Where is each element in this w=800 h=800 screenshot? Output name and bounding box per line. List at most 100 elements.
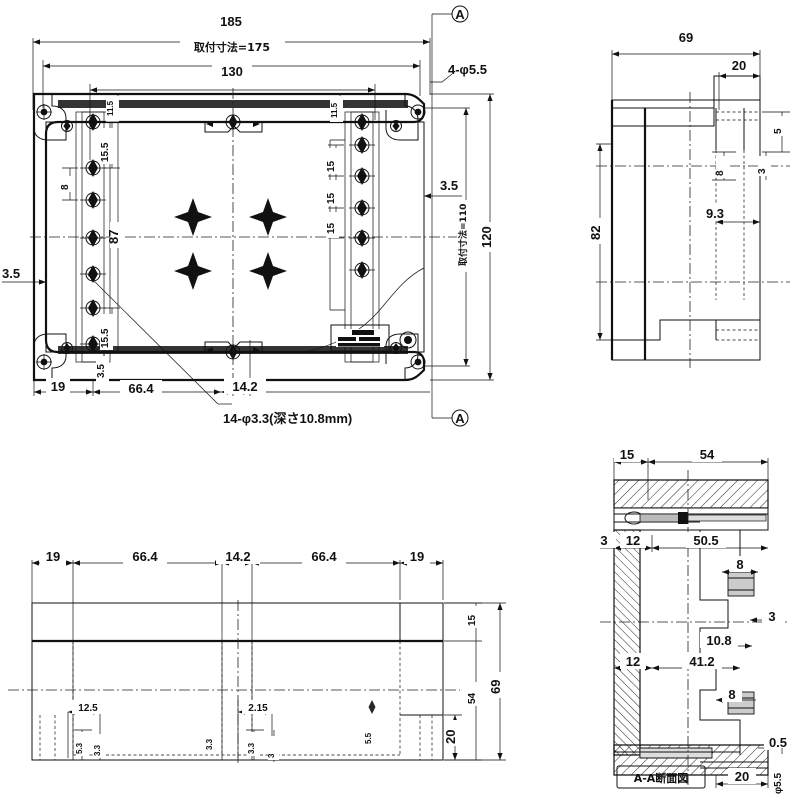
dim-3_5-left: 3.5 (2, 266, 46, 285)
dim-chain-front-top: 19 66.4 14.2 66.4 19 (31, 548, 444, 760)
dim-sec-8top-label: 8 (736, 557, 743, 572)
dim-section-row2: 12 41.2 (614, 653, 740, 671)
callout-14phi3_3-label: 14-φ3.3(深さ10.8mm) (223, 411, 352, 426)
dim-130-label: 130 (221, 64, 243, 79)
corner-tab-bottom-left (33, 333, 73, 381)
section-body (600, 470, 790, 786)
dim-sec-41_2-label: 41.2 (689, 654, 714, 669)
dim-14_2-label: 14.2 (232, 379, 257, 394)
label-plate (330, 324, 390, 352)
dim-3_5-left-label: 3.5 (2, 266, 20, 281)
section-a-a-view: 15 54 (596, 446, 794, 796)
dim-15-a-label: 15 (326, 160, 337, 172)
callout-4phi5_5-label: 4-φ5.5 (448, 62, 487, 77)
right-terminal-holes (349, 113, 375, 279)
cross-marker-bl (174, 252, 212, 290)
dim-185-label: 185 (220, 14, 242, 29)
dim-right-stack: 11.5 15 15 15 (326, 94, 348, 239)
cross-marker-br (249, 252, 287, 290)
dim-front-19l-label: 19 (46, 549, 60, 564)
dim-3_5-right: 3.5 (424, 178, 462, 199)
dim-19-label: 19 (51, 379, 65, 394)
dim-section-top: 15 54 (613, 446, 769, 500)
dim-2_15-label: 2.15 (248, 703, 268, 714)
dim-3_3-label: 3.3 (93, 744, 102, 756)
right-side-view: 69 20 (588, 28, 790, 368)
front-body-outline (8, 600, 460, 765)
dim-sec-3-label: 3 (600, 533, 607, 548)
bottom-right-screw (399, 331, 417, 349)
front-detail-center: 2.15 3.3 3 (237, 700, 279, 762)
front-detail-center-33: 3.3 (205, 722, 217, 752)
corner-tab-top-left (33, 93, 73, 141)
dim-front-69-label: 69 (488, 680, 503, 694)
left-terminal-holes (80, 113, 106, 353)
dim-sec-3right-label: 3 (768, 609, 775, 624)
callout-4-phi5_5: 4-φ5.5 (430, 62, 487, 83)
dim-sec-10_8-label: 10.8 (706, 633, 731, 648)
section-title-box: A-A断面図 (616, 765, 706, 789)
dim-section-row1: 3 12 50.5 (596, 532, 768, 552)
dim-section-0_5: 0.5 (758, 734, 794, 750)
dim-11_5-right-label: 11.5 (330, 102, 339, 118)
cross-marker-tl (174, 198, 212, 236)
break-line-curve (304, 267, 425, 353)
dim-sec-54-label: 54 (700, 447, 715, 462)
dim-3_5-right-label: 3.5 (440, 178, 458, 193)
dim-3-side-label: 3 (757, 168, 768, 174)
dim-15-c-label: 15 (326, 222, 337, 234)
center-cross-markers (174, 198, 287, 290)
dim-sec-8bot-label: 8 (728, 687, 735, 702)
dim-sec-15-label: 15 (620, 447, 634, 462)
dim-left-stack: 11.5 15.5 8 87 15.5 3.5 (60, 94, 124, 382)
left-terminal-strip (75, 111, 111, 363)
dim-sec-12b-label: 12 (626, 654, 640, 669)
dim-overall-height-120: 120 (430, 93, 498, 381)
dim-mounting-height-110: 取付寸法=110 (424, 107, 473, 367)
section-mark-top-circle (451, 5, 469, 23)
top-plan-view: A A 185 取付寸法=175 (2, 5, 498, 427)
dim-section-20: 20 (715, 768, 769, 788)
front-detail-left: 12.5 5.3 3.3 (67, 700, 105, 760)
section-mark-bottom-label: A (455, 411, 465, 426)
dim-9_3-label: 9.3 (706, 206, 724, 221)
dim-front-right-stack: 15 54 69 20 (443, 602, 507, 761)
dim-3_3c-label: 3.3 (247, 742, 256, 754)
dim-15_5-top-label: 15.5 (100, 142, 111, 162)
dim-8-side-label: 8 (715, 170, 726, 176)
dim-section-8-bottom: 8 (716, 686, 756, 703)
dim-3_3b-label: 3.3 (205, 738, 214, 750)
dim-20-side-label: 20 (732, 58, 746, 73)
front-elevation-view: 19 66.4 14.2 66.4 19 (8, 548, 507, 765)
dim-110-label: 取付寸法=110 (457, 204, 469, 266)
corner-tab-top-right (385, 93, 426, 141)
dim-66_4-label: 66.4 (128, 381, 154, 396)
dim-11_5-left-label: 11.5 (106, 100, 115, 116)
dim-front-15-label: 15 (467, 614, 478, 626)
dim-15_5-bottom-label: 15.5 (100, 328, 111, 348)
dim-82-label: 82 (588, 226, 603, 240)
dim-front-20-label: 20 (443, 730, 458, 744)
dim-front-66_4b-label: 66.4 (311, 549, 337, 564)
dim-12_5-label: 12.5 (78, 703, 98, 714)
section-mark-top-label: A (455, 7, 465, 22)
cross-marker-tr (249, 198, 287, 236)
side-view-body (596, 75, 790, 368)
dim-front-19r-label: 19 (410, 549, 424, 564)
dim-120-label: 120 (479, 226, 494, 248)
section-title-label: A-A断面図 (634, 771, 689, 785)
dim-front-14_2-label: 14.2 (225, 549, 250, 564)
section-mark-bottom-circle (451, 409, 469, 427)
dim-sec-0_5-label: 0.5 (769, 735, 787, 750)
dim-5-label: 5 (773, 128, 784, 134)
dim-3-front-label: 3 (267, 753, 276, 758)
dim-section-3-right: 3 (750, 608, 782, 624)
dim-175-label: 取付寸法=175 (194, 40, 270, 54)
corner-mount-tabs (33, 93, 426, 381)
section-line-aa: A A (431, 5, 469, 427)
dim-sec-phi5_5-label: φ5.5 (773, 773, 784, 794)
dim-front-66_4a-label: 66.4 (132, 549, 158, 564)
